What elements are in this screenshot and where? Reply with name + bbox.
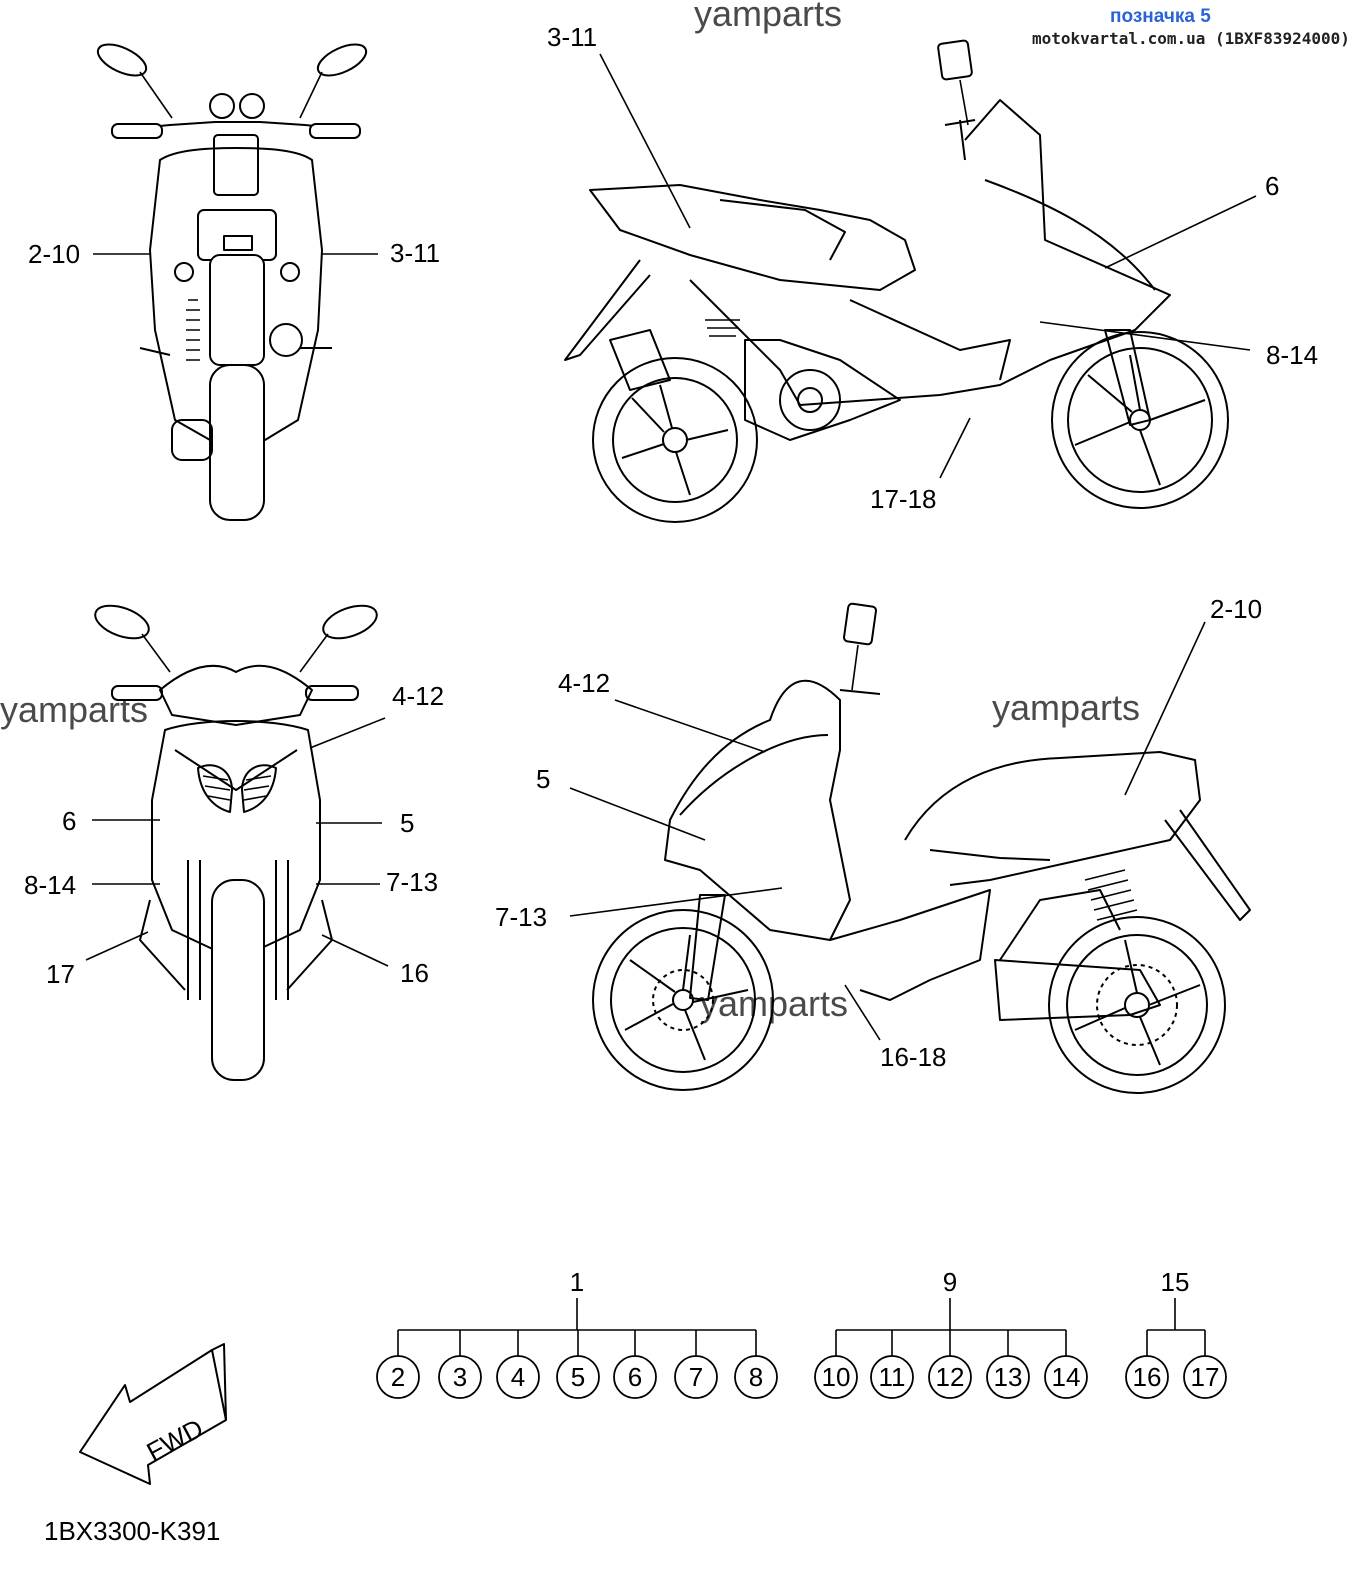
leader-line [309, 717, 386, 749]
part-number: 8 [749, 1362, 763, 1392]
part-number-circle [928, 1355, 972, 1399]
part-number: 4 [511, 1362, 525, 1392]
callout-label: 2-10 [1210, 594, 1262, 624]
callout-label: 2-10 [28, 239, 80, 269]
leader-line [599, 53, 691, 229]
badge-text: позначка 5 [1110, 6, 1211, 27]
source-text: motokvartal.com.ua (1BXF83924000) [1032, 29, 1350, 48]
callout-label: 3-11 [547, 22, 597, 52]
left-side-view-illustration [592, 602, 1251, 1094]
callout-label: 4-12 [558, 668, 610, 698]
drawing-code: 1BX3300-K391 [44, 1516, 220, 1546]
part-number-circle [556, 1355, 600, 1399]
callout-label: 5 [536, 764, 550, 794]
part-number: 7 [689, 1362, 703, 1392]
part-number: 14 [1052, 1362, 1081, 1392]
callout-label: 6 [1265, 171, 1279, 201]
callout-label: 6 [62, 806, 76, 836]
front-view-illustration [94, 604, 378, 1081]
callout-label: 5 [400, 808, 414, 838]
watermark: yamparts [992, 687, 1140, 728]
callout-label: 8-14 [24, 870, 76, 900]
part-number-circle [814, 1355, 858, 1399]
part-number: 3 [453, 1362, 467, 1392]
watermark: yamparts [694, 0, 842, 34]
fwd-arrow: FWD [79, 1343, 227, 1485]
callout-label: 17 [46, 959, 75, 989]
leader-line [844, 984, 881, 1041]
part-number-circle [613, 1355, 657, 1399]
callout-label: 8-14 [1266, 340, 1318, 370]
leader-line [1124, 621, 1206, 796]
callout-label: 16 [400, 958, 429, 988]
part-number-circle [986, 1355, 1030, 1399]
leader-line [85, 931, 149, 961]
leader-line [569, 887, 783, 917]
leader-line [321, 934, 389, 967]
kit-parent-number: 15 [1161, 1267, 1190, 1297]
part-number: 16 [1133, 1362, 1162, 1392]
part-number-circle [1125, 1355, 1169, 1399]
callout-label: 3-11 [390, 238, 440, 268]
right-side-view-illustration [564, 39, 1229, 523]
part-number-circle [734, 1355, 778, 1399]
callout-label: 17-18 [870, 484, 937, 514]
callout-label: 16-18 [880, 1042, 947, 1072]
callout-label: 4-12 [392, 681, 444, 711]
part-number: 13 [994, 1362, 1023, 1392]
part-number: 17 [1191, 1362, 1220, 1392]
part-number-circle [376, 1355, 420, 1399]
part-number-circle [438, 1355, 482, 1399]
callout-label: 7-13 [386, 867, 438, 897]
part-number: 6 [628, 1362, 642, 1392]
callout-label: 7-13 [495, 902, 547, 932]
kit-parent-number: 1 [570, 1267, 584, 1297]
part-number: 10 [822, 1362, 851, 1392]
part-number-circle [1044, 1355, 1088, 1399]
part-number-circle [674, 1355, 718, 1399]
part-number-circle [1183, 1355, 1227, 1399]
kit-parent-number: 9 [943, 1267, 957, 1297]
part-number: 11 [879, 1362, 906, 1392]
part-number: 12 [936, 1362, 965, 1392]
leader-line [1039, 321, 1251, 351]
part-number: 5 [571, 1362, 585, 1392]
leader-line [939, 417, 971, 479]
part-number-circle [870, 1355, 914, 1399]
leader-line [614, 699, 766, 753]
fwd-text: FWD [142, 1413, 208, 1467]
leader-line [569, 787, 706, 841]
leader-line [1104, 195, 1257, 269]
part-number-circle [496, 1355, 540, 1399]
watermark: yamparts [700, 983, 848, 1024]
part-number: 2 [391, 1362, 405, 1392]
rear-view-illustration [96, 43, 368, 521]
